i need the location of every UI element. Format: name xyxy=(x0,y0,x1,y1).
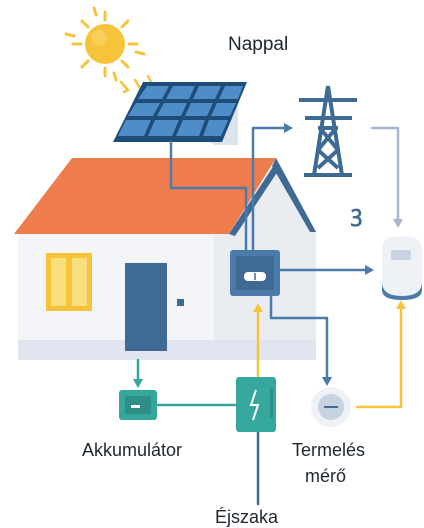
arrowhead-yellow-up xyxy=(253,303,263,312)
battery-label: Akkumulátor xyxy=(82,440,183,460)
flow-inverter-to-tower xyxy=(251,126,289,252)
arrowhead-to-tower xyxy=(284,123,293,133)
flow-inverter-to-production-meter xyxy=(269,294,329,382)
grid-meter-icon xyxy=(382,236,422,300)
production-meter-label-line2: mérő xyxy=(305,466,347,486)
production-meter-icon xyxy=(311,387,351,427)
flow-panel-to-inverter xyxy=(169,140,248,252)
production-meter-label-line1: Termelés xyxy=(292,440,366,460)
night-label: Éjszaka xyxy=(215,507,279,527)
flow-production-to-grid-meter xyxy=(355,304,403,409)
arrowhead-yellow-up-right xyxy=(396,300,406,309)
battery-icon xyxy=(119,390,157,420)
inverter-icon xyxy=(230,250,280,296)
flow-tower-to-grid-meter xyxy=(370,126,400,224)
arrowhead-to-battery xyxy=(133,379,143,388)
day-label: Nappal xyxy=(228,34,289,55)
solar-panel-icon xyxy=(113,82,247,142)
grid-wave-label: ꝫ xyxy=(351,201,363,226)
arrowhead-grid-meter-side xyxy=(365,265,374,275)
arrowhead-to-production-meter xyxy=(322,377,332,386)
sun-icon xyxy=(64,6,146,82)
charge-controller-icon xyxy=(236,377,276,432)
power-tower-icon xyxy=(299,85,357,177)
arrowhead-to-grid-meter xyxy=(393,219,403,228)
